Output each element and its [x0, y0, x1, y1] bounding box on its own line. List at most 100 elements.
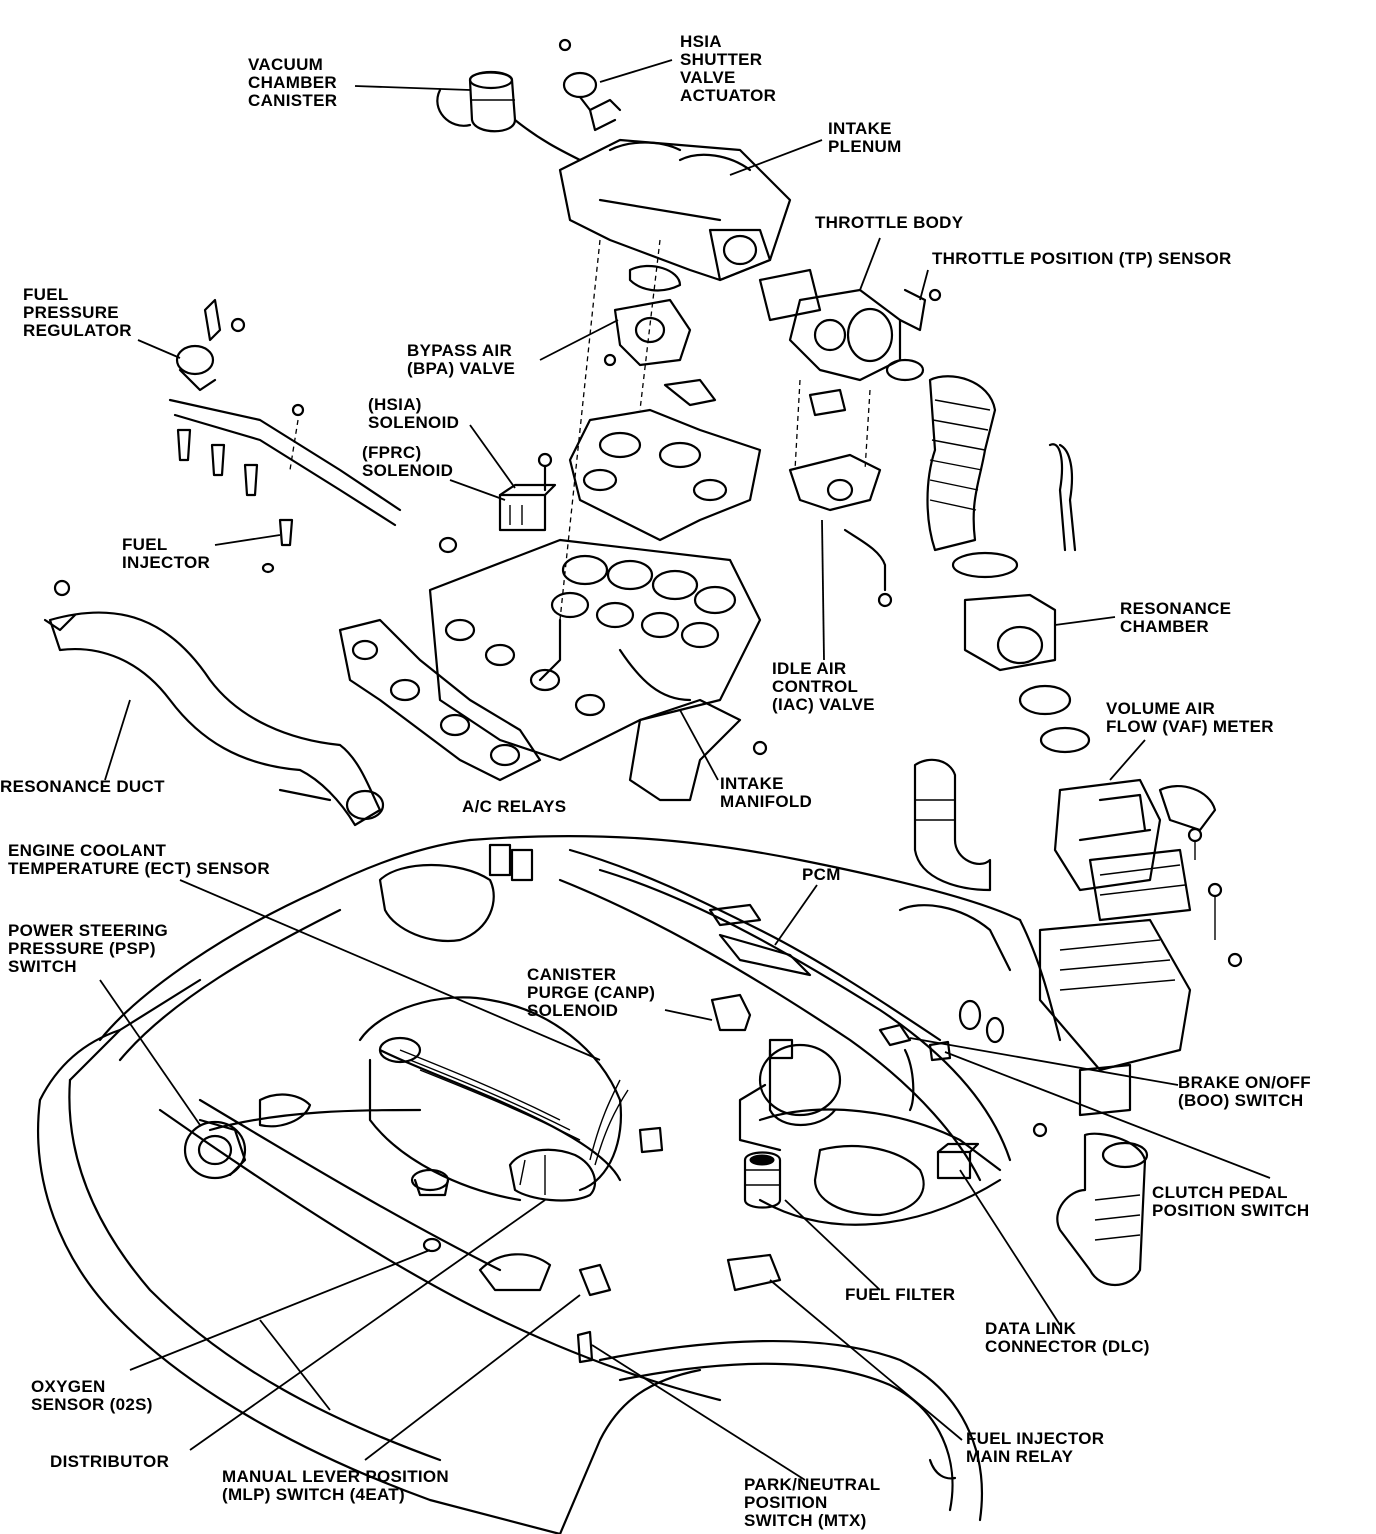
idle-air-control-valve-part [788, 379, 893, 608]
label-hsia-solenoid: (HSIA)SOLENOID [368, 396, 459, 432]
label-line: MAIN RELAY [966, 1447, 1074, 1466]
label-line: (BOO) SWITCH [1178, 1091, 1304, 1110]
label-line: SOLENOID [527, 1001, 619, 1020]
label-line: SENSOR (02S) [31, 1395, 153, 1414]
label-line: PURGE (CANP) [527, 983, 656, 1002]
throttle-body-part [758, 268, 942, 382]
label-line: PCM [802, 865, 841, 884]
air-intake-hose [913, 375, 1243, 1286]
label-line: CANISTER [248, 91, 338, 110]
intake-manifold-assembly [338, 408, 768, 802]
label-line: HSIA [680, 32, 722, 51]
label-line: SOLENOID [362, 461, 454, 480]
label-line: ACTUATOR [680, 86, 777, 105]
label-line: FLOW (VAF) METER [1106, 717, 1274, 736]
label-line: REGULATOR [23, 321, 132, 340]
label-line: VOLUME AIR [1106, 699, 1216, 718]
data-link-connector [936, 1142, 980, 1180]
vacuum-chamber-canister-part [436, 70, 582, 162]
label-line: CONNECTOR (DLC) [985, 1337, 1150, 1356]
label-line: PLENUM [828, 137, 902, 156]
label-line: CHAMBER [1120, 617, 1209, 636]
canp-solenoid-part [710, 993, 752, 1032]
label-line: CLUTCH PEDAL [1152, 1183, 1288, 1202]
label-fprc-solenoid: (FPRC)SOLENOID [362, 444, 453, 480]
label-line: SWITCH (MTX) [744, 1511, 867, 1530]
label-throttle-body: THROTTLE BODY [815, 214, 963, 232]
label-ac-relays: A/C RELAYS [462, 798, 566, 816]
label-line: THROTTLE BODY [815, 213, 964, 232]
label-line: BYPASS AIR [407, 341, 513, 360]
label-line: INTAKE [828, 119, 892, 138]
power-steering-pump [183, 1118, 247, 1180]
label-pcm: PCM [802, 866, 841, 884]
label-boo-switch: BRAKE ON/OFF(BOO) SWITCH [1178, 1074, 1311, 1110]
label-line: FUEL FILTER [845, 1285, 956, 1304]
label-line: A/C RELAYS [462, 797, 567, 816]
label-line: FUEL [122, 535, 168, 554]
label-line: VALVE [680, 68, 736, 87]
label-line: FUEL [23, 285, 69, 304]
label-line: VACUUM [248, 55, 324, 74]
label-line: OXYGEN [31, 1377, 106, 1396]
label-line: TEMPERATURE (ECT) SENSOR [8, 859, 270, 878]
label-line: ENGINE COOLANT [8, 841, 167, 860]
intake-plenum [558, 138, 792, 621]
label-distributor: DISTRIBUTOR [50, 1453, 169, 1471]
hsia-fprc-solenoids-part [498, 452, 557, 532]
label-line: RESONANCE [1120, 599, 1232, 618]
label-line: IDLE AIR [772, 659, 847, 678]
label-line: POSITION [744, 1493, 828, 1512]
leader-lines [99, 59, 1271, 1481]
label-line: THROTTLE POSITION (TP) SENSOR [932, 249, 1232, 268]
label-line: POSITION SWITCH [1152, 1201, 1310, 1220]
label-line: DATA LINK [985, 1319, 1077, 1338]
label-line: POWER STEERING [8, 921, 169, 940]
label-line: FUEL INJECTOR [966, 1429, 1105, 1448]
label-line: INTAKE [720, 774, 784, 793]
label-line: CHAMBER [248, 73, 337, 92]
label-line: (IAC) VALVE [772, 695, 875, 714]
vehicle-body-outline [37, 834, 1062, 1534]
label-bypass-air-valve: BYPASS AIR(BPA) VALVE [407, 342, 515, 378]
label-line: MANIFOLD [720, 792, 813, 811]
pedal-switches-part [878, 1023, 952, 1112]
label-line: (BPA) VALVE [407, 359, 516, 378]
label-line: CANISTER [527, 965, 617, 984]
bypass-air-valve-part [603, 265, 717, 407]
label-line: RESONANCE DUCT [0, 777, 165, 796]
label-line: (HSIA) [368, 395, 422, 414]
label-mlp-switch: MANUAL LEVER POSITION(MLP) SWITCH (4EAT) [222, 1468, 449, 1504]
sensors-lower [576, 1126, 782, 1364]
hsia-actuator-part [558, 38, 622, 132]
ac-relays-part [488, 843, 534, 882]
label-line: MANUAL LEVER POSITION [222, 1467, 450, 1486]
label-line: SWITCH [8, 957, 77, 976]
engine-block [208, 996, 629, 1292]
fuel-filter [743, 1151, 782, 1209]
label-line: INJECTOR [122, 553, 211, 572]
label-fuel-filter: FUEL FILTER [845, 1286, 955, 1304]
label-resonance-duct: RESONANCE DUCT [0, 778, 165, 796]
label-line: BRAKE ON/OFF [1178, 1073, 1311, 1092]
brake-booster [738, 1038, 842, 1152]
pcm-part [708, 903, 812, 977]
label-throttle-position-sensor: THROTTLE POSITION (TP) SENSOR [932, 250, 1232, 268]
label-line: (MLP) SWITCH (4EAT) [222, 1485, 405, 1504]
